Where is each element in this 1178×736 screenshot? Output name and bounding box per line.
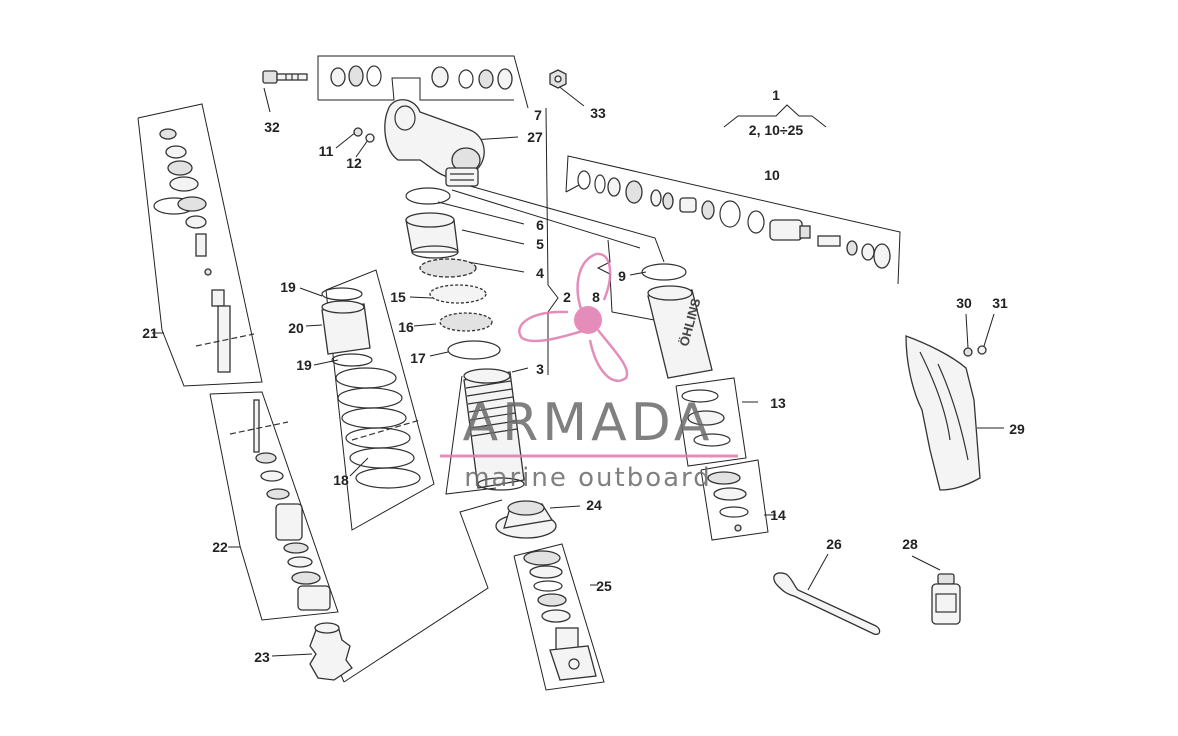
spring-spacer-20 (321, 287, 373, 367)
spring-18 (335, 367, 421, 489)
label-22: 22 (212, 539, 228, 555)
o-ring-6 (405, 187, 451, 205)
top-mount-27 (384, 99, 485, 187)
label-27: 27 (527, 129, 543, 145)
adjuster-kit-10 (577, 170, 891, 269)
label-33: 33 (590, 105, 606, 121)
label-18: 18 (333, 472, 349, 488)
label-16: 16 (398, 319, 414, 335)
label-29: 29 (1009, 421, 1025, 437)
ring-17 (447, 340, 501, 360)
label-8: 8 (592, 289, 600, 305)
label-26: 26 (826, 536, 842, 552)
end-cap-24 (495, 500, 557, 539)
ring-16 (439, 312, 493, 332)
label-4: 4 (536, 265, 544, 281)
oil-bottle-28 (931, 573, 961, 625)
lower-eye-assembly-25 (523, 550, 597, 681)
ring-nut-4 (419, 258, 477, 278)
shaft-assembly-21 (153, 128, 255, 373)
nut-33 (549, 69, 567, 89)
reservoir-8: ÖHLINS (641, 263, 713, 379)
label-12: 12 (346, 155, 362, 171)
label-32: 32 (264, 119, 280, 135)
label-11: 11 (319, 143, 334, 159)
label-1-sub: 2, 10÷25 (749, 122, 804, 138)
cap-kit-14 (707, 471, 749, 532)
label-9: 9 (618, 268, 626, 284)
label-6: 6 (536, 217, 544, 233)
label-21: 21 (142, 325, 158, 341)
watermark-subtitle: marine outboard (464, 463, 712, 493)
armada-watermark: ARMADA marine outboard (440, 252, 738, 493)
part-number-labels: 1 2, 10÷25 2 3 4 5 6 7 8 9 10 11 12 13 1… (142, 87, 1025, 665)
label-20: 20 (288, 320, 304, 336)
label-31: 31 (992, 295, 1008, 311)
seal-kit-13 (681, 389, 731, 447)
mud-guard-29 (905, 335, 981, 491)
label-1: 1 (772, 87, 780, 103)
label-13: 13 (770, 395, 786, 411)
label-5: 5 (536, 236, 544, 252)
propeller-logo-icon (518, 252, 629, 382)
label-30: 30 (956, 295, 972, 311)
label-28: 28 (902, 536, 918, 552)
label-24: 24 (586, 497, 602, 513)
bolt-32 (262, 70, 308, 84)
label-2: 2 (563, 289, 571, 305)
ring-15 (429, 284, 487, 304)
shock-body-3 (463, 368, 525, 491)
label-25: 25 (596, 578, 612, 594)
label-14: 14 (770, 507, 786, 523)
leader-lines (137, 55, 1004, 691)
label-10: 10 (764, 167, 780, 183)
sleeve-5 (405, 212, 459, 259)
label-15: 15 (390, 289, 406, 305)
label-3: 3 (536, 361, 544, 377)
bushing-kit-7 (330, 65, 513, 90)
label-23: 23 (254, 649, 270, 665)
screws-30-31 (963, 345, 987, 357)
wrench-26 (773, 572, 881, 636)
screw-11-12 (353, 127, 375, 143)
label-17: 17 (410, 350, 426, 366)
label-7: 7 (534, 107, 542, 123)
label-19-bottom: 19 (296, 357, 312, 373)
bump-stop-23 (309, 622, 353, 681)
label-19-top: 19 (280, 279, 296, 295)
watermark-title: ARMADA (463, 393, 714, 453)
piston-assembly-22 (229, 399, 331, 611)
